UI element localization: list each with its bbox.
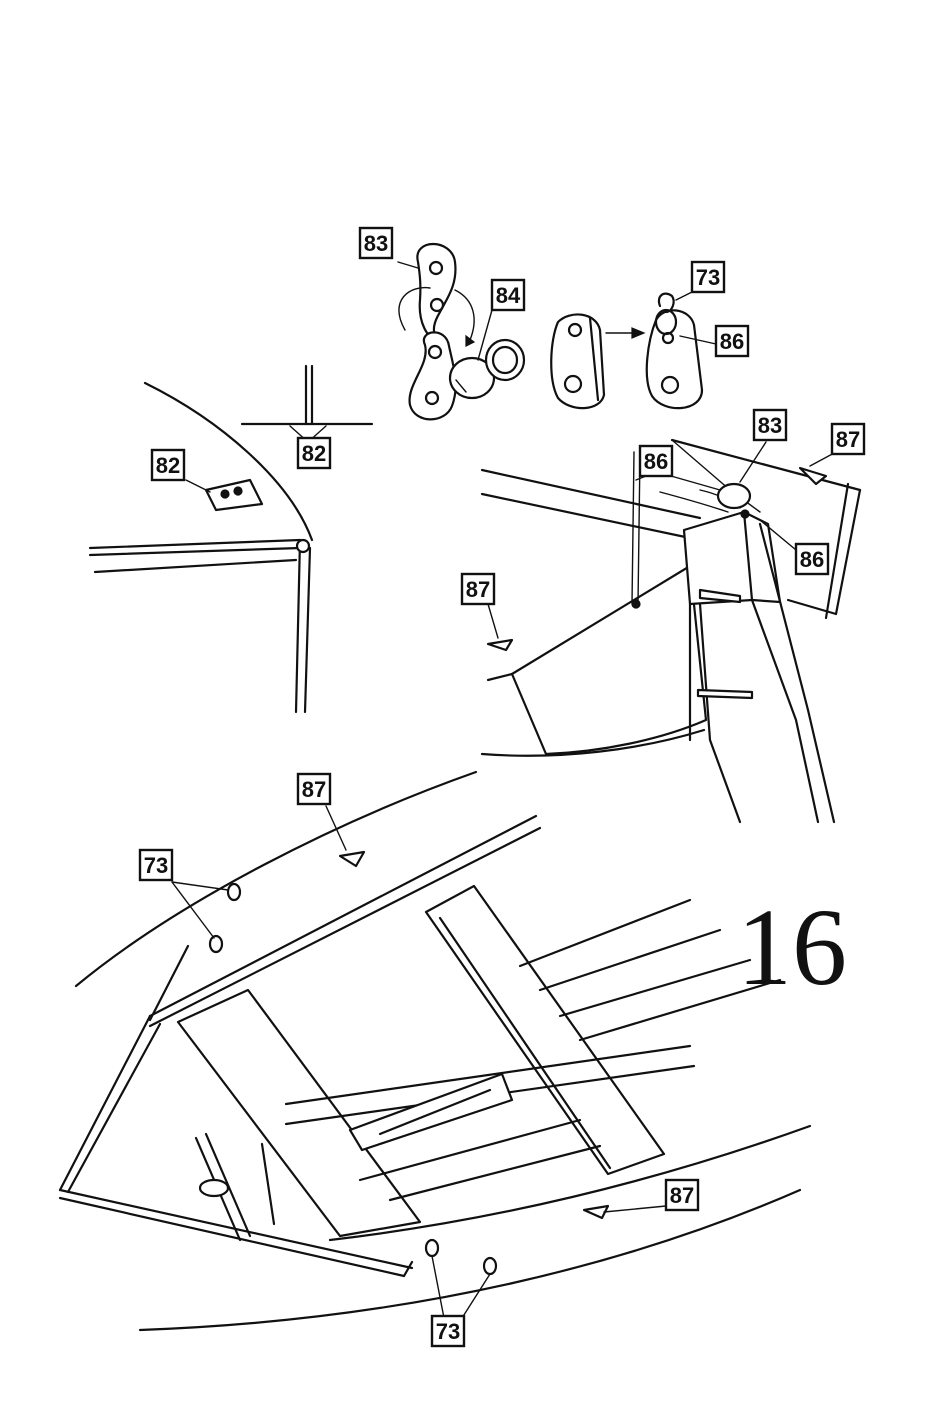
- callout-82-a: 82: [152, 450, 184, 480]
- callout-87-low-right: 87: [666, 1180, 698, 1210]
- svg-text:84: 84: [496, 283, 521, 308]
- svg-text:83: 83: [364, 231, 388, 256]
- callout-83-top: 83: [360, 228, 392, 258]
- callout-73-low-left: 73: [140, 850, 172, 880]
- callout-87-low-top: 87: [298, 774, 330, 804]
- svg-text:73: 73: [436, 1319, 460, 1344]
- svg-text:87: 87: [302, 777, 326, 802]
- parts-detail: [398, 244, 716, 419]
- svg-text:87: 87: [670, 1183, 694, 1208]
- callout-84: 84: [492, 280, 524, 310]
- svg-text:82: 82: [156, 453, 180, 478]
- callout-86-mid-right: 86: [796, 544, 828, 574]
- svg-text:73: 73: [696, 265, 720, 290]
- svg-text:86: 86: [720, 329, 744, 354]
- callout-73-bottom: 73: [432, 1316, 464, 1346]
- callout-87-mid-left: 87: [462, 574, 494, 604]
- transom-detail: [482, 440, 860, 822]
- svg-text:83: 83: [758, 413, 782, 438]
- callout-87-mid-right: 87: [832, 424, 864, 454]
- page-number: 16: [737, 886, 847, 1008]
- svg-text:82: 82: [302, 441, 326, 466]
- svg-text:86: 86: [800, 547, 824, 572]
- callout-83-mid: 83: [754, 410, 786, 440]
- callout-86-top: 86: [716, 326, 748, 356]
- svg-text:87: 87: [466, 577, 490, 602]
- svg-text:86: 86: [644, 449, 668, 474]
- svg-text:87: 87: [836, 427, 860, 452]
- corner-detail: [90, 366, 372, 712]
- callout-73-top: 73: [692, 262, 724, 292]
- callout-86-mid: 86: [640, 446, 672, 476]
- callout-82-b: 82: [298, 438, 330, 468]
- svg-text:73: 73: [144, 853, 168, 878]
